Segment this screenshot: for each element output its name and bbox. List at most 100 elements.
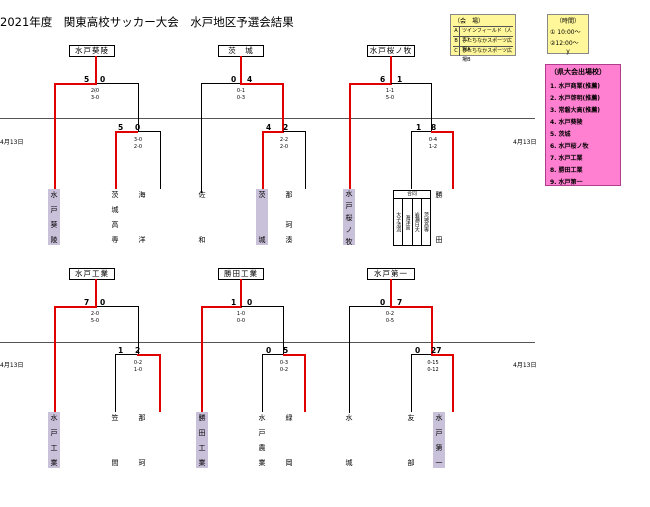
- bracket-line: [137, 354, 160, 356]
- venue-code: B: [453, 37, 461, 46]
- time-slot-1: ① 10:00～: [550, 29, 581, 36]
- date-label: 4月13日: [513, 139, 537, 146]
- bracket-line: [115, 131, 138, 133]
- score-left: 5: [84, 75, 90, 84]
- bracket-line: [201, 306, 203, 413]
- venue-header: （会 場）: [454, 18, 485, 25]
- score-right: 0: [100, 75, 106, 84]
- time-slot-2: ②12:00～: [550, 40, 579, 47]
- bracket-line: [304, 354, 306, 412]
- score-right: 0: [135, 123, 141, 132]
- score-right: 0: [100, 298, 106, 307]
- set-score: 2-0: [90, 88, 100, 94]
- bracket-line: [431, 306, 433, 354]
- bracket-line: [431, 131, 453, 133]
- score-right: 27: [431, 346, 442, 355]
- qualifier-item: 3. 常磐大高(推薦): [550, 107, 601, 114]
- page-title: 2021年度 関東高校サッカー大会 水戸地区予選会結果: [0, 15, 294, 29]
- rengo-team-name: 海洋高: [403, 199, 413, 245]
- score-left: 7: [84, 298, 90, 307]
- winner-team-highlight: [343, 189, 355, 245]
- team-name: 水戸葵陵: [50, 191, 58, 244]
- set-score: 2-2: [279, 137, 289, 143]
- score-right: 5: [283, 346, 289, 355]
- bracket-line: [54, 306, 56, 413]
- bracket-line: [390, 306, 432, 308]
- set-score: 5-0: [90, 318, 100, 324]
- team-name: 笠 間: [111, 414, 119, 467]
- bracket-line: [241, 306, 283, 307]
- bracket-line: [201, 83, 241, 84]
- bracket-line: [349, 83, 392, 85]
- winner-team-highlight: [196, 412, 208, 468]
- time-note: y: [566, 48, 570, 55]
- team-name: 茨 城: [258, 191, 266, 244]
- bracket-line: [160, 131, 161, 189]
- divider-line: [0, 118, 535, 119]
- qualifier-item: 6. 水戸桜ノ牧: [550, 143, 589, 150]
- bracket-line: [283, 306, 284, 354]
- set-score: 0-2: [385, 311, 395, 317]
- rengo-team-name: 岩瀬日大: [413, 199, 422, 245]
- bracket-line: [305, 131, 306, 189]
- set-score: 3-0: [90, 95, 100, 101]
- score-right: 8: [431, 123, 437, 132]
- qualifier-header: （県大会出場校）: [550, 68, 606, 76]
- score-left: 0: [231, 75, 237, 84]
- bracket-line: [262, 354, 263, 412]
- divider-line: [0, 342, 535, 343]
- rengo-team: 合同 大子清流 海洋高 岩瀬日大 茨城高専: [393, 190, 431, 246]
- bracket-line: [390, 56, 392, 83]
- team-name: 水 城: [345, 414, 353, 467]
- bracket-line: [452, 354, 454, 412]
- bracket-line: [349, 306, 391, 307]
- bracket-line: [283, 131, 305, 132]
- bracket-line: [240, 56, 242, 83]
- score-left: 1: [118, 346, 124, 355]
- bracket-line: [97, 306, 138, 307]
- venue-code: C: [453, 47, 461, 56]
- set-score: 0-2: [279, 367, 289, 373]
- bracket-line: [54, 83, 97, 85]
- score-left: 5: [118, 123, 124, 132]
- score-right: 4: [247, 75, 253, 84]
- bracket-line: [452, 131, 454, 189]
- rengo-team-name: 大子清流: [394, 199, 404, 245]
- score-right: 1: [397, 75, 403, 84]
- bracket-line: [411, 354, 432, 355]
- score-left: 0: [415, 346, 421, 355]
- team-name: 水戸農業: [258, 414, 266, 467]
- winner-team-highlight: [48, 412, 60, 468]
- bracket-line: [115, 354, 138, 355]
- bracket-line: [411, 131, 412, 189]
- qualifier-list: （県大会出場校） 1. 水戸商業(推薦) 2. 水戸啓明(推薦) 3. 常磐大高…: [545, 64, 621, 186]
- bracket-line: [138, 83, 139, 131]
- time-header: （時間）: [555, 18, 580, 25]
- team-name: 緑 岡: [285, 414, 293, 467]
- set-score: 0-15: [427, 360, 439, 366]
- winner-team-highlight: [48, 189, 60, 245]
- set-score: 1-0: [133, 367, 143, 373]
- score-right: 2: [283, 123, 289, 132]
- team-name: 水戸工業: [50, 414, 58, 467]
- team-name: 那 珂: [138, 414, 146, 467]
- venue-name: ツインフィールド（人工）: [461, 28, 512, 43]
- score-right: 0: [247, 298, 253, 307]
- team-name: 茨城高専: [111, 191, 119, 244]
- team-name: 水戸桜ノ牧: [345, 190, 353, 246]
- score-left: 6: [380, 75, 386, 84]
- set-score: 0-4: [428, 137, 438, 143]
- set-score: 5-0: [385, 95, 395, 101]
- rengo-team-name: 茨城高専: [423, 212, 429, 232]
- team-name: 海 洋: [138, 191, 146, 244]
- bracket-line: [97, 83, 138, 84]
- qualifier-item: 9. 水戸第一: [550, 179, 583, 186]
- winner-team-highlight: [433, 412, 445, 468]
- bracket-line: [349, 306, 350, 413]
- venue-name: ひたちなかスポーツ広場A: [462, 38, 513, 53]
- bracket-line: [283, 354, 305, 356]
- winner-team-highlight: [256, 189, 268, 245]
- bracket-line: [411, 131, 432, 132]
- venue-name: ひたちなかスポーツ広場B: [462, 48, 513, 63]
